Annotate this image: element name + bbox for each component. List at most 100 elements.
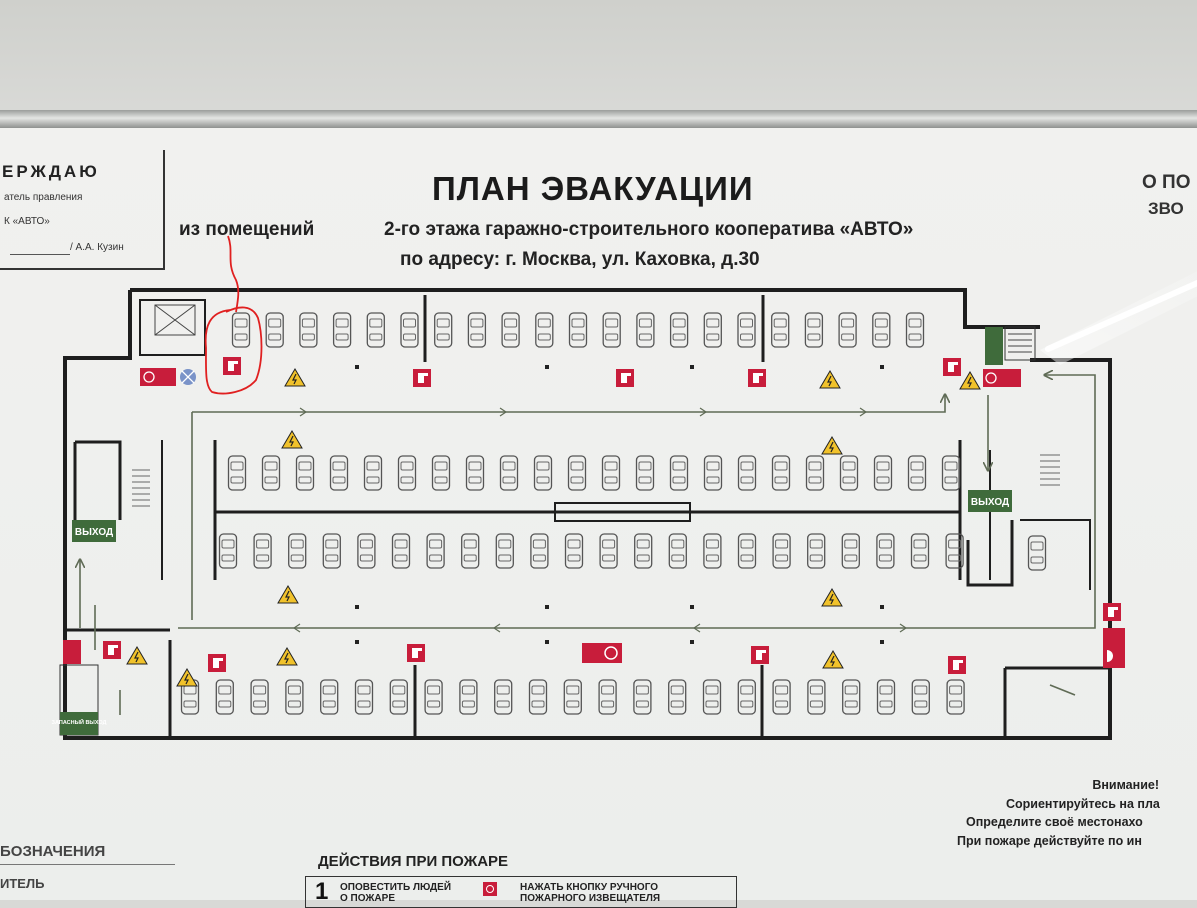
parking-space <box>703 533 722 569</box>
central-column <box>554 502 691 522</box>
attention-line-2: Определите своё местонахо <box>966 815 1143 829</box>
plan-subtitle-part1: из помещений <box>179 219 315 240</box>
parking-space <box>876 533 895 569</box>
parking-row-walls <box>73 295 991 738</box>
parking-space <box>354 679 374 715</box>
electrical-warning-signs <box>126 368 981 687</box>
parking-space <box>1027 535 1047 571</box>
evacuation-poster <box>0 128 1197 900</box>
parking-space <box>261 455 281 491</box>
emergency-exit-bottom-left: ЗАПАСНЫЙ ВЫХОД <box>52 664 107 736</box>
parking-space <box>703 312 722 348</box>
parking-space <box>461 533 480 569</box>
parking-space <box>494 679 513 715</box>
signature-line <box>10 254 70 255</box>
parking-space <box>636 312 655 348</box>
svg-text:ВЫХОД: ВЫХОД <box>971 497 1009 508</box>
parking-space <box>322 533 341 569</box>
attention-heading: Внимание! <box>1092 778 1159 792</box>
you-are-here-marker <box>204 235 263 395</box>
parking-space <box>668 679 687 715</box>
parking-space <box>737 455 757 491</box>
parking-space <box>288 533 307 569</box>
approval-org: К «АВТО» <box>4 216 50 227</box>
parking-space <box>397 455 417 491</box>
fire-action-step-number: 1 <box>315 878 329 905</box>
parking-space <box>363 455 383 491</box>
parking-space <box>841 533 860 569</box>
parking-space <box>250 679 269 715</box>
parking-space <box>567 455 587 491</box>
parking-space <box>602 312 621 348</box>
parking-space <box>838 312 857 348</box>
parking-space <box>459 679 478 715</box>
parking-space <box>426 533 445 569</box>
parking-space <box>598 679 617 715</box>
parking-space <box>431 455 451 491</box>
parking-space <box>807 533 826 569</box>
parking-space <box>905 312 925 348</box>
parking-space <box>771 312 790 348</box>
parking-space <box>807 679 826 715</box>
fire-action-step2: НАЖАТЬ КНОПКУ РУЧНОГО ПОЖАРНОГО ИЗВЕЩАТЕ… <box>520 882 661 904</box>
parking-space <box>946 679 965 715</box>
top-right-text-1: О ПО <box>1142 172 1191 193</box>
legend-subtitle: ИТЕЛЬ <box>0 876 45 891</box>
exit-sign-right: ВЫХОД <box>968 490 1012 512</box>
svg-text:ЗАПАСНЫЙ ВЫХОД: ЗАПАСНЫЙ ВЫХОД <box>52 718 107 726</box>
parking-space <box>703 455 723 491</box>
parking-space <box>635 455 655 491</box>
parking-space <box>391 533 411 569</box>
parking-space <box>633 679 652 715</box>
parking-space <box>501 312 520 348</box>
attention-line-1: Сориентируйтесь на пла <box>1006 797 1160 811</box>
parking-space <box>737 533 757 569</box>
parking-space <box>253 533 272 569</box>
top-right-text-2: ЗВО <box>1148 199 1184 218</box>
fire-actions-title: ДЕЙСТВИЯ ПРИ ПОЖАРЕ <box>318 853 509 870</box>
parking-space <box>568 312 588 348</box>
parking-space <box>467 312 487 348</box>
parking-space <box>772 533 791 569</box>
parking-space <box>424 679 443 715</box>
stairs-left <box>132 469 150 507</box>
parking-space <box>332 312 352 348</box>
parking-space <box>528 679 548 715</box>
parking-space <box>218 533 238 569</box>
parking-space <box>771 455 791 491</box>
parking-space <box>535 312 554 348</box>
parking-space <box>265 312 284 348</box>
background-wall <box>0 0 1197 118</box>
parking-space <box>563 679 582 715</box>
parking-space <box>295 455 315 491</box>
route-arrows <box>292 407 908 633</box>
parking-space <box>910 533 930 569</box>
legend-title: БОЗНАЧЕНИЯ <box>0 843 106 860</box>
parking-space <box>366 312 385 348</box>
evacuation-routes <box>80 375 1096 715</box>
metal-frame-rail <box>0 110 1197 128</box>
fire-action-step1: ОПОВЕСТИТЬ ЛЮДЕЙ О ПОЖАРЕ <box>340 882 452 904</box>
parking-space <box>839 455 859 491</box>
approval-signer: / А.А. Кузин <box>70 242 124 253</box>
parking-space <box>215 679 234 715</box>
parking-space <box>285 679 304 715</box>
parking-space <box>669 312 689 348</box>
legend-underline <box>0 864 175 865</box>
stairwell-right <box>985 326 1036 365</box>
parking-space <box>434 312 453 348</box>
parking-space <box>495 533 514 569</box>
parking-space <box>389 679 408 715</box>
parking-space <box>564 533 584 569</box>
parking-space <box>533 455 553 491</box>
parking-space <box>465 455 485 491</box>
alarm-button-icon <box>483 882 497 896</box>
parking-space <box>873 455 893 491</box>
plan-title: ПЛАН ЭВАКУАЦИИ <box>432 170 754 207</box>
parking-space <box>530 533 549 569</box>
parking-space <box>737 312 756 348</box>
parking-space <box>842 679 861 715</box>
parking-space <box>357 533 376 569</box>
parking-space <box>804 312 824 348</box>
